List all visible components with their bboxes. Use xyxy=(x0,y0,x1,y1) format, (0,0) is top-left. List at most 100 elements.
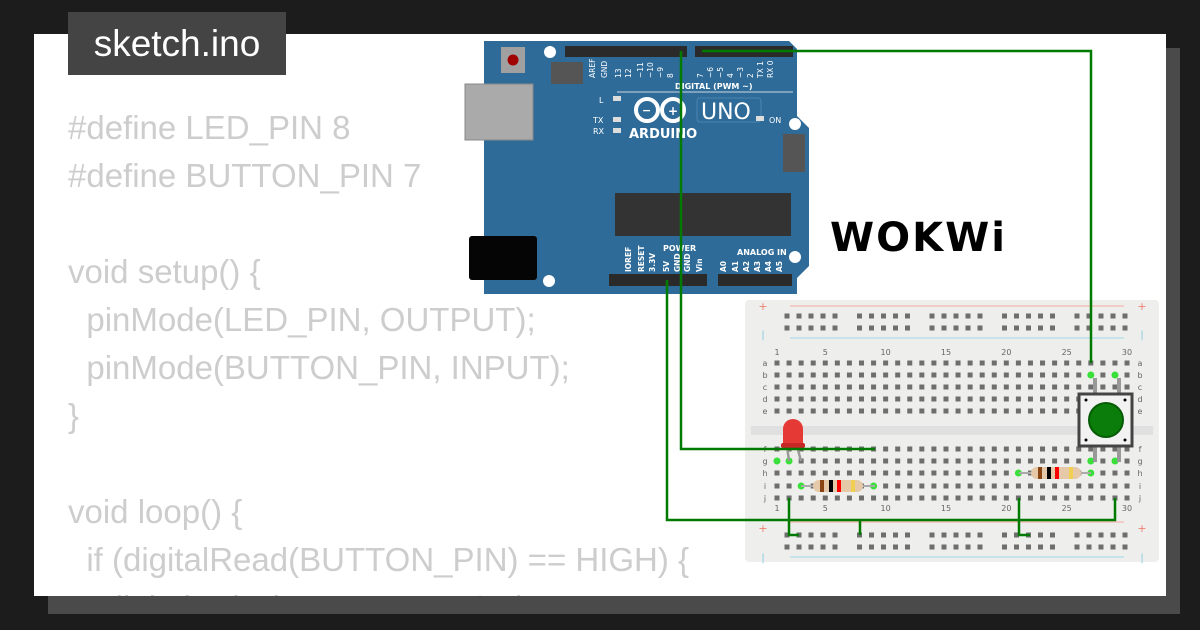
breadboard-hole[interactable] xyxy=(895,360,901,366)
breadboard-hole[interactable] xyxy=(979,408,985,414)
breadboard-hole[interactable] xyxy=(1052,483,1058,489)
breadboard-hole[interactable] xyxy=(798,470,804,476)
breadboard-hole[interactable] xyxy=(1088,446,1094,452)
breadboard-hole[interactable] xyxy=(1027,446,1033,452)
rail-hole[interactable] xyxy=(1122,313,1128,319)
rail-hole[interactable] xyxy=(893,313,898,319)
breadboard-hole[interactable] xyxy=(907,372,913,378)
breadboard-hole[interactable] xyxy=(931,372,937,378)
breadboard-hole[interactable] xyxy=(943,372,949,378)
rail-hole[interactable] xyxy=(1110,532,1116,538)
rail-hole[interactable] xyxy=(977,532,983,538)
rail-hole[interactable] xyxy=(820,532,826,538)
rail-hole[interactable] xyxy=(893,325,898,331)
rail-hole[interactable] xyxy=(1074,325,1080,331)
breadboard-hole[interactable] xyxy=(822,372,828,378)
rail-hole[interactable] xyxy=(953,544,959,550)
breadboard-hole[interactable] xyxy=(871,495,877,501)
breadboard-hole[interactable] xyxy=(1064,458,1070,464)
breadboard-hole[interactable] xyxy=(943,408,949,414)
breadboard-hole[interactable] xyxy=(907,483,913,489)
breadboard-hole[interactable] xyxy=(991,360,997,366)
rail-hole[interactable] xyxy=(832,532,838,538)
digital-header-1[interactable] xyxy=(565,46,687,57)
breadboard-hole[interactable] xyxy=(810,384,816,390)
rail-hole[interactable] xyxy=(820,325,826,331)
breadboard-hole[interactable] xyxy=(1100,446,1106,452)
breadboard-hole[interactable] xyxy=(858,470,864,476)
rail-hole[interactable] xyxy=(1122,325,1128,331)
breadboard-hole[interactable] xyxy=(834,408,840,414)
breadboard-hole[interactable] xyxy=(834,458,840,464)
breadboard-hole[interactable] xyxy=(967,458,973,464)
breadboard-hole[interactable] xyxy=(967,372,973,378)
breadboard-hole[interactable] xyxy=(955,396,961,402)
breadboard-hole[interactable] xyxy=(1052,408,1058,414)
breadboard-hole[interactable] xyxy=(967,384,973,390)
wire-pin8-resistor[interactable] xyxy=(679,51,875,451)
rail-hole[interactable] xyxy=(869,313,874,319)
push-button[interactable] xyxy=(1077,378,1134,462)
rail-hole[interactable] xyxy=(1038,325,1043,331)
breadboard-hole[interactable] xyxy=(907,384,913,390)
rail-hole[interactable] xyxy=(1050,313,1055,319)
resistor-led[interactable] xyxy=(801,480,875,492)
rail-hole[interactable] xyxy=(1026,313,1031,319)
rail-hole[interactable] xyxy=(893,532,898,538)
breadboard-hole[interactable] xyxy=(883,384,889,390)
rail-hole[interactable] xyxy=(1086,313,1092,319)
breadboard-hole[interactable] xyxy=(871,396,877,402)
rail-hole[interactable] xyxy=(1050,544,1055,550)
rail-hole[interactable] xyxy=(1014,313,1019,319)
breadboard-hole[interactable] xyxy=(871,360,877,366)
rail-hole[interactable] xyxy=(820,544,826,550)
rail-hole[interactable] xyxy=(1050,325,1055,331)
reset-button-cap[interactable] xyxy=(507,54,519,66)
rail-hole[interactable] xyxy=(1110,325,1116,331)
breadboard-hole[interactable] xyxy=(991,495,997,501)
rail-hole[interactable] xyxy=(1122,532,1128,538)
breadboard-hole[interactable] xyxy=(1088,384,1094,390)
breadboard-hole[interactable] xyxy=(846,396,852,402)
breadboard-hole[interactable] xyxy=(1124,360,1130,366)
breadboard-hole[interactable] xyxy=(1100,495,1106,501)
breadboard-hole[interactable] xyxy=(871,470,877,476)
rail-hole[interactable] xyxy=(1014,532,1019,538)
rail-hole[interactable] xyxy=(1086,325,1092,331)
breadboard-hole[interactable] xyxy=(967,408,973,414)
breadboard-hole[interactable] xyxy=(1027,396,1033,402)
breadboard-hole[interactable] xyxy=(1064,372,1070,378)
rail-hole[interactable] xyxy=(881,325,886,331)
breadboard-hole[interactable] xyxy=(798,408,804,414)
breadboard-hole[interactable] xyxy=(895,396,901,402)
breadboard-hole[interactable] xyxy=(907,458,913,464)
breadboard-hole[interactable] xyxy=(883,470,889,476)
breadboard-hole[interactable] xyxy=(919,470,925,476)
rail-hole[interactable] xyxy=(857,325,862,331)
breadboard-hole[interactable] xyxy=(931,495,937,501)
rail-hole[interactable] xyxy=(784,544,790,550)
breadboard-hole[interactable] xyxy=(1003,408,1009,414)
breadboard-hole[interactable] xyxy=(979,458,985,464)
breadboard-hole[interactable] xyxy=(979,372,985,378)
breadboard-hole[interactable] xyxy=(774,495,780,501)
rail-hole[interactable] xyxy=(796,313,802,319)
breadboard-hole[interactable] xyxy=(1076,372,1082,378)
breadboard-hole[interactable] xyxy=(834,495,840,501)
breadboard-hole[interactable] xyxy=(786,470,792,476)
breadboard-hole[interactable] xyxy=(846,372,852,378)
breadboard-hole[interactable] xyxy=(1112,446,1118,452)
breadboard-hole[interactable] xyxy=(858,408,864,414)
breadboard-hole[interactable] xyxy=(979,446,985,452)
breadboard-hole[interactable] xyxy=(943,384,949,390)
breadboard-hole[interactable] xyxy=(1027,408,1033,414)
breadboard-hole[interactable] xyxy=(883,483,889,489)
breadboard-hole[interactable] xyxy=(955,446,961,452)
breadboard-hole[interactable] xyxy=(774,360,780,366)
breadboard-hole[interactable] xyxy=(1027,372,1033,378)
rail-hole[interactable] xyxy=(808,325,814,331)
breadboard-hole[interactable] xyxy=(858,372,864,378)
breadboard-hole[interactable] xyxy=(1124,372,1130,378)
breadboard-hole[interactable] xyxy=(895,495,901,501)
